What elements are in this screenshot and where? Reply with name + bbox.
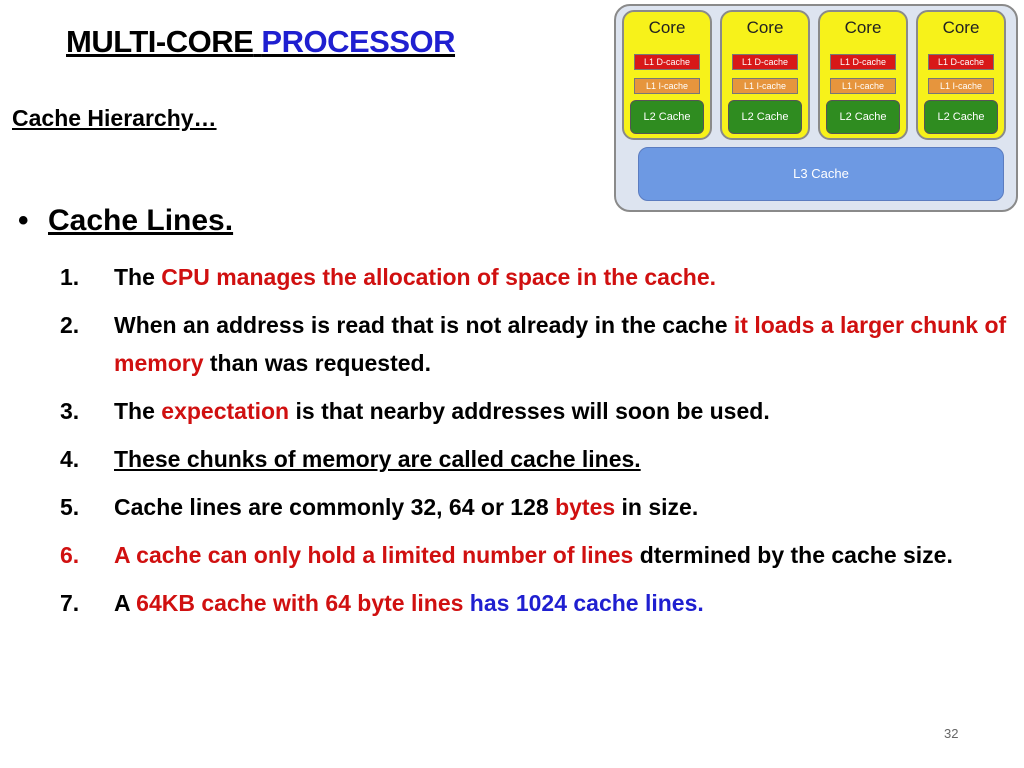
list-item-number: 2. (60, 312, 80, 338)
list-item-text-tail: dtermined by the cache size. (633, 542, 953, 568)
list-item-number: 5. (60, 494, 80, 520)
list-item-number: 1. (60, 264, 80, 290)
core-label: Core (746, 18, 784, 37)
list-item-text: A (114, 590, 137, 616)
core-block: Core L1 D-cache L1 I-cache L2 Cache (818, 10, 908, 140)
list-item-text: The (114, 264, 162, 290)
list-item: 3. The expectation is that nearby addres… (60, 392, 1022, 430)
bullet-heading: • Cache Lines. (18, 204, 233, 238)
list-item-number: 3. (60, 398, 80, 424)
list-item: 1. The CPU manages the allocation of spa… (60, 258, 1022, 296)
l1-dcache-block: L1 D-cache (634, 54, 700, 70)
l1-icache-block: L1 I-cache (830, 78, 896, 94)
core-label: Core (942, 18, 980, 37)
list-item: 2. When an address is read that is not a… (60, 306, 1022, 382)
core-block: Core L1 D-cache L1 I-cache L2 Cache (916, 10, 1006, 140)
slide-subtitle: Cache Hierarchy… (12, 105, 217, 131)
list-item-highlight: CPU manages the allocation of space in t… (161, 264, 716, 290)
list-item-text: These chunks of memory are called cache … (114, 446, 641, 472)
cache-lines-list: 1. The CPU manages the allocation of spa… (60, 258, 1022, 632)
list-item: 5. Cache lines are commonly 32, 64 or 12… (60, 488, 1022, 526)
list-item-highlight: it loads a larger chunk of memory (114, 312, 1007, 376)
l2-cache-block: L2 Cache (630, 100, 704, 134)
core-label: Core (648, 18, 686, 37)
bullet-icon: • (18, 204, 29, 237)
cache-hierarchy-diagram: Core L1 D-cache L1 I-cache L2 Cache Core… (614, 4, 1018, 212)
l3-cache-block: L3 Cache (638, 147, 1004, 201)
list-item-number: 6. (60, 542, 80, 568)
list-item-text-tail: is that nearby addresses will soon be us… (289, 398, 770, 424)
list-item-highlight: bytes (555, 494, 616, 520)
list-item-number: 7. (60, 590, 80, 616)
core-label: Core (844, 18, 882, 37)
list-item-text-tail: than was requested. (203, 350, 431, 376)
page-number: 32 (944, 726, 959, 741)
l2-cache-block: L2 Cache (826, 100, 900, 134)
bullet-heading-text: Cache Lines. (48, 204, 234, 237)
list-item-highlight: 64KB cache with 64 byte lines (136, 590, 464, 616)
core-block: Core L1 D-cache L1 I-cache L2 Cache (622, 10, 712, 140)
list-item-highlight: A cache can only hold a limited number o… (114, 542, 634, 568)
l2-cache-block: L2 Cache (728, 100, 802, 134)
list-item: 7. A 64KB cache with 64 byte lines has 1… (60, 584, 1022, 622)
slide-title-part2: PROCESSOR (261, 24, 456, 59)
list-item-text: Cache lines are commonly 32, 64 or 128 (114, 494, 556, 520)
l1-dcache-block: L1 D-cache (830, 54, 896, 70)
list-item-text: When an address is read that is not alre… (114, 312, 734, 338)
l1-dcache-block: L1 D-cache (928, 54, 994, 70)
l1-dcache-block: L1 D-cache (732, 54, 798, 70)
list-item-highlight: expectation (161, 398, 290, 424)
l1-icache-block: L1 I-cache (634, 78, 700, 94)
l1-icache-block: L1 I-cache (928, 78, 994, 94)
list-item: 6. A cache can only hold a limited numbe… (60, 536, 1022, 574)
list-item-text-tail: in size. (615, 494, 699, 520)
list-item: 4. These chunks of memory are called cac… (60, 440, 1022, 478)
slide-title-part1: MULTI-CORE (66, 24, 254, 59)
list-item-text-tail: has 1024 cache lines. (463, 590, 704, 616)
l1-icache-block: L1 I-cache (732, 78, 798, 94)
list-item-number: 4. (60, 446, 80, 472)
slide-title: MULTI-CORE PROCESSOR (66, 24, 456, 60)
list-item-text: The (114, 398, 162, 424)
core-block: Core L1 D-cache L1 I-cache L2 Cache (720, 10, 810, 140)
l2-cache-block: L2 Cache (924, 100, 998, 134)
